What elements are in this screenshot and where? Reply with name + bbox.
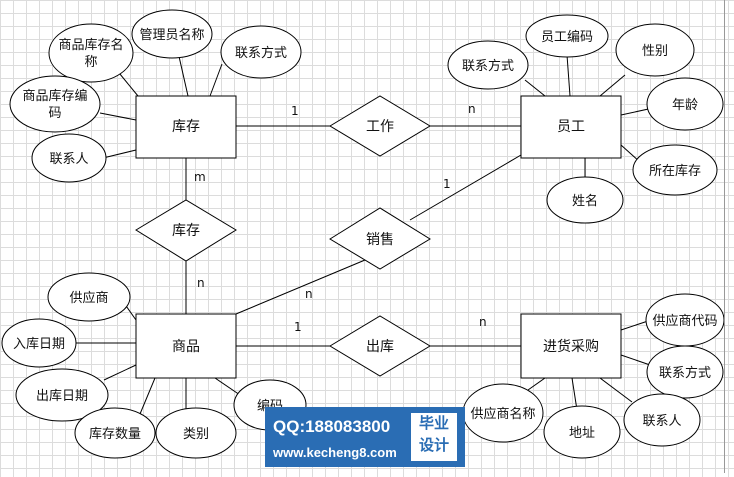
watermark: QQ:188083800 www.kecheng8.com 毕业 设计 [265, 407, 465, 467]
attr-employee-contact-method-label: 联系方式 [462, 58, 514, 74]
attr-purchase-contact-method [646, 345, 724, 399]
entity-product [135, 313, 237, 379]
attr-outbound-date-label: 出库日期 [36, 388, 88, 404]
attr-product-stock-code-label-1: 商品库存编 [22, 88, 87, 104]
attr-purchase-contact-method-label: 联系方式 [659, 365, 711, 381]
attr-employee-code [525, 14, 609, 58]
er-diagram-canvas: 库存 员工 商品 进货采购 工作 库存 销售 出库 商品库存名 称 管理员名称 … [1, 0, 725, 473]
attr-inbound-date [1, 318, 77, 368]
watermark-qq: QQ:188083800 [273, 417, 391, 436]
attr-inbound-date-label: 入库日期 [13, 336, 65, 352]
attr-inventory-contact-method [220, 25, 302, 79]
attr-address [543, 405, 621, 459]
relationship-stock-label: 库存 [172, 223, 200, 239]
attr-purchase-contact-person-label: 联系人 [642, 414, 681, 429]
attr-inventory-contact-method-label: 联系方式 [235, 45, 287, 61]
attr-location-stock [632, 144, 718, 196]
entity-product-label: 商品 [172, 339, 200, 355]
attr-product-stock-code [9, 75, 101, 133]
attr-supplier [47, 272, 131, 322]
attr-inventory-contact-person-label: 联系人 [49, 152, 88, 167]
attr-gender-label: 性别 [642, 44, 668, 59]
attr-supplier-label: 供应商 [69, 290, 108, 306]
cardinality-employee-sell: 1 [443, 177, 451, 191]
attr-gender [615, 23, 695, 77]
attr-inventory-contact-person [31, 133, 107, 183]
entity-employee-label: 员工 [557, 119, 585, 135]
cardinality-inventory-work: 1 [291, 104, 299, 118]
attr-supplier-code-label: 供应商代码 [652, 313, 717, 329]
cardinality-product-outbound: 1 [294, 320, 302, 334]
relationship-sell-label: 销售 [366, 232, 394, 248]
attr-admin-name-label: 管理员名称 [139, 27, 204, 43]
watermark-badge: 毕业 设计 [411, 413, 457, 461]
attr-employee-code-label: 员工编码 [541, 30, 593, 45]
attr-product-stock-name [48, 23, 134, 83]
attr-stock-quantity-label: 库存数量 [89, 426, 141, 442]
attr-address-label: 地址 [569, 426, 595, 441]
attr-location-stock-label: 所在库存 [649, 163, 701, 179]
cardinality-product-stock: n [197, 276, 205, 290]
relationship-sell [329, 207, 431, 270]
relationship-work-label: 工作 [366, 119, 394, 135]
attr-supplier-name-label: 供应商名称 [470, 406, 535, 422]
entity-purchase [520, 313, 622, 379]
entity-inventory-label: 库存 [172, 119, 200, 135]
entity-employee [520, 95, 622, 159]
relationship-outbound [329, 315, 431, 377]
attr-admin-name [131, 9, 213, 59]
attr-product-stock-name-label-2: 称 [84, 55, 97, 70]
attr-category [155, 407, 237, 459]
cardinality-inventory-stock: m [194, 170, 206, 184]
cardinality-purchase-outbound: n [479, 315, 487, 329]
relationship-stock [135, 199, 237, 262]
attr-age [646, 77, 724, 131]
attr-age-label: 年龄 [672, 98, 698, 113]
relationship-outbound-label: 出库 [366, 339, 394, 355]
attr-outbound-date [15, 368, 109, 422]
attr-product-stock-code-label-2: 码 [48, 106, 61, 121]
relationship-work [329, 95, 431, 157]
er-diagram: 库存 员工 商品 进货采购 工作 库存 销售 出库 商品库存名 称 管理员名称 … [1, 9, 725, 459]
attr-employee-name-label: 姓名 [572, 193, 598, 209]
entity-purchase-label: 进货采购 [543, 338, 599, 355]
attr-purchase-contact-person [623, 393, 701, 447]
watermark-badge-line2: 设计 [418, 437, 449, 454]
watermark-badge-line1: 毕业 [418, 415, 449, 432]
attr-employee-name [546, 176, 624, 224]
attr-employee-contact-method [447, 40, 529, 90]
attr-stock-quantity [74, 407, 156, 459]
attr-product-stock-name-label-1: 商品库存名 [58, 37, 123, 53]
cardinality-product-sell: n [305, 287, 313, 301]
cardinality-employee-work: n [468, 102, 476, 116]
entity-inventory [135, 95, 237, 159]
watermark-site: www.kecheng8.com [273, 445, 397, 460]
attr-category-label: 类别 [183, 427, 209, 442]
